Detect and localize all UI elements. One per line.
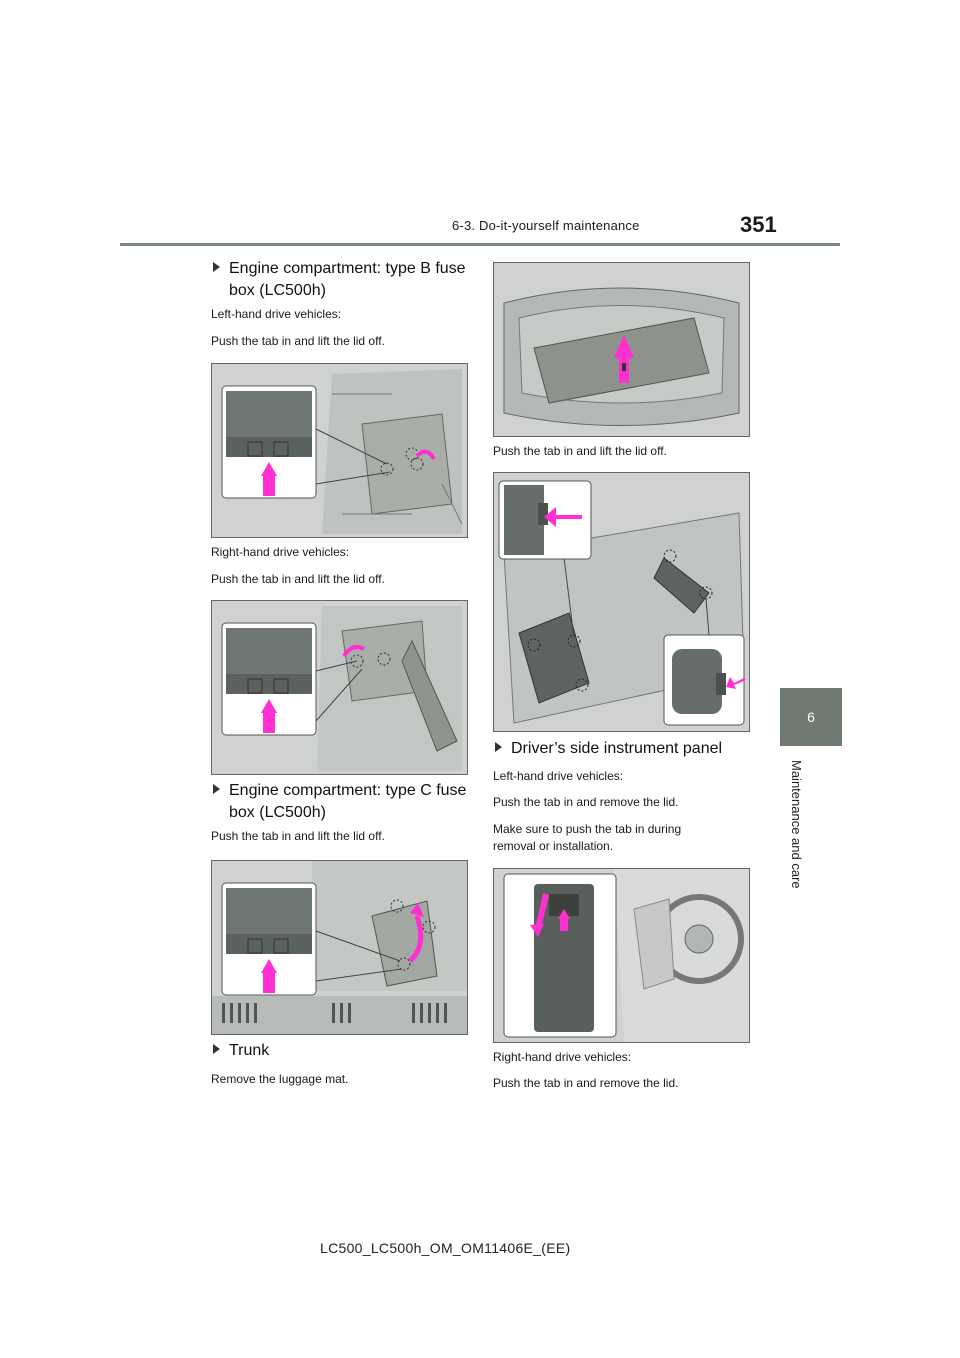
heading-trunk: Trunk (213, 1040, 483, 1062)
heading-type-b-line2: box (LC500h) (229, 282, 326, 299)
type-c-instruction: Push the tab in and lift the lid off. (211, 829, 385, 843)
panel-lhd-note-line1: Make sure to push the tab in during (493, 822, 682, 836)
type-b-rhd-instruction: Push the tab in and lift the lid off. (211, 572, 385, 586)
section-title: 6-3. Do-it-yourself maintenance (452, 218, 640, 233)
panel-lhd-label: Left-hand drive vehicles: (493, 769, 624, 783)
bullet-triangle-icon (213, 262, 220, 272)
heading-type-c-line2: box (LC500h) (229, 804, 326, 821)
heading-type-b-fuse-box: Engine compartment: type B fuse box (LC5… (213, 258, 483, 302)
figure-type-b-lhd (211, 363, 468, 538)
figure-instrument-panel (493, 868, 750, 1043)
panel-rhd-label: Right-hand drive vehicles: (493, 1050, 632, 1064)
heading-type-c-fuse-box: Engine compartment: type C fuse box (LC5… (213, 780, 483, 824)
type-b-lhd-instruction: Push the tab in and lift the lid off. (211, 334, 385, 348)
figure-trunk (493, 262, 750, 437)
heading-instrument-panel: Driver’s side instrument panel (495, 738, 765, 760)
panel-rhd-instruction: Push the tab in and remove the lid. (493, 1076, 679, 1090)
chapter-title: Maintenance and care (789, 760, 804, 889)
document-id: LC500_LC500h_OM_OM11406E_(EE) (320, 1240, 571, 1256)
page-number: 351 (740, 212, 777, 237)
figure-type-c (211, 860, 468, 1035)
figure-type-b-rhd (211, 600, 468, 775)
type-b-rhd-label: Right-hand drive vehicles: (211, 545, 350, 559)
panel-lhd-note-line2: removal or installation. (493, 839, 614, 853)
bullet-triangle-icon (213, 1044, 220, 1054)
type-b-lhd-label: Left-hand drive vehicles: (211, 307, 342, 321)
heading-type-b-line1: Engine compartment: type B fuse (229, 260, 466, 277)
bullet-triangle-icon (213, 784, 220, 794)
figure-trunk-fuse-boxes (493, 472, 750, 732)
chapter-number: 6 (807, 709, 815, 725)
heading-type-c-line1: Engine compartment: type C fuse (229, 782, 467, 799)
trunk-instruction: Remove the luggage mat. (211, 1072, 349, 1086)
panel-lhd-instruction: Push the tab in and remove the lid. (493, 795, 679, 809)
chapter-tab: 6 (780, 688, 842, 746)
bullet-triangle-icon (495, 742, 502, 752)
header-rule (120, 243, 840, 246)
heading-panel-label: Driver’s side instrument panel (511, 740, 723, 757)
heading-trunk-label: Trunk (229, 1042, 270, 1059)
trunk-lid-instruction: Push the tab in and lift the lid off. (493, 444, 667, 458)
